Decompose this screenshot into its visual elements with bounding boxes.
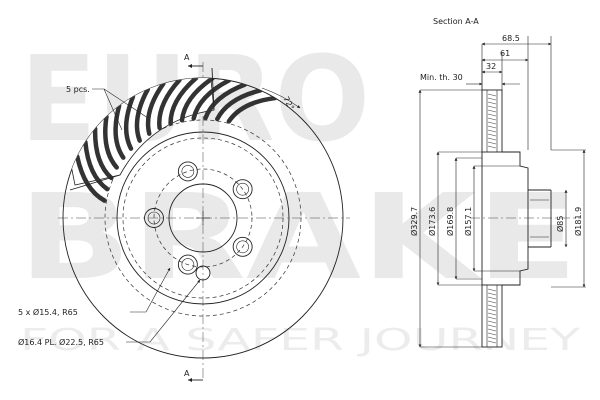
vane-mark	[487, 296, 497, 300]
center-bore	[168, 183, 238, 253]
pilot-hole-label: Ø16.4 PL. Ø22.5, R65	[18, 337, 104, 347]
vane-mark	[487, 340, 497, 344]
cooling-vane	[83, 139, 110, 192]
top-dimensions: 68.5 61 32	[466, 34, 552, 150]
vane-mark	[487, 113, 497, 117]
vane-mark	[487, 141, 497, 145]
hat-step	[122, 137, 284, 299]
section-marker-bottom: A	[184, 369, 190, 378]
vane-mark	[487, 288, 497, 292]
vane-mark	[487, 312, 497, 316]
dim-32: 32	[486, 62, 496, 71]
cooling-vane	[203, 82, 248, 121]
vane-mark	[487, 316, 497, 320]
dim-181-9: Ø181.9	[573, 207, 583, 236]
vane-mark	[487, 292, 497, 296]
diameter-dimensions: Ø329.7 Ø173.6 Ø169.8 Ø157.1 Ø85 Ø181.9	[409, 89, 586, 348]
vane-mark	[487, 121, 497, 125]
vane-mark	[487, 129, 497, 133]
vane-mark	[487, 328, 497, 332]
vane-mark	[487, 125, 497, 129]
bolt-hole-bore	[236, 240, 249, 254]
bolt-hole	[177, 161, 198, 182]
pilot-hole-leader	[126, 279, 201, 343]
min-thickness-label: Min. th. 30	[420, 73, 463, 82]
cooling-vane	[113, 103, 126, 160]
hat-outer	[116, 131, 290, 305]
vane-mark	[487, 133, 497, 137]
vane-mark	[487, 109, 497, 113]
cooling-vane	[157, 78, 182, 131]
vane-mark	[487, 332, 497, 336]
bolt-hole-bore	[236, 182, 249, 196]
dim-157-1: Ø157.1	[463, 207, 473, 236]
angle-arc	[261, 87, 301, 109]
vane-mark	[487, 97, 497, 101]
vane-mark	[487, 145, 497, 149]
section-view: Section A-A Min. th. 30 68.5 61 32	[409, 17, 586, 348]
bolt-pcd	[153, 168, 253, 268]
cooling-vanes	[74, 78, 278, 203]
cooling-vane	[134, 87, 151, 143]
cooling-vane	[179, 78, 215, 123]
cooling-vane	[123, 94, 136, 151]
watermark: EURO BRAKE FOR A SAFER JOURNEY	[18, 30, 581, 358]
pilot-hole	[195, 265, 211, 281]
dim-173-6: Ø173.6	[427, 207, 437, 236]
bolt-hole-leader	[130, 267, 171, 313]
dim-169-8: Ø169.8	[445, 207, 455, 236]
cooling-vane	[191, 78, 232, 121]
vane-hatch	[487, 93, 497, 344]
vane-count-label: 5 pcs.	[66, 85, 90, 94]
cooling-vane	[145, 81, 166, 136]
vane-mark	[487, 117, 497, 121]
vane-mark	[487, 105, 497, 109]
vane-mark	[487, 93, 497, 97]
vane-mark	[487, 304, 497, 308]
vane-mark	[487, 320, 497, 324]
cooling-vane	[74, 154, 107, 203]
vane-mark	[487, 101, 497, 105]
dim-68-5: 68.5	[502, 34, 520, 43]
bolt-hole-bore	[181, 258, 195, 271]
section-profile	[470, 89, 580, 348]
bolt-hole	[232, 179, 253, 200]
cooling-vane	[226, 95, 278, 124]
bolt-hole	[144, 208, 164, 228]
vane-mark	[487, 336, 497, 340]
cooling-vane	[215, 88, 263, 122]
bolt-holes	[144, 161, 253, 281]
dim-329-7: Ø329.7	[409, 207, 419, 236]
section-title: Section A-A	[433, 17, 479, 26]
bolt-hole-bore	[147, 211, 161, 225]
cooling-vane	[168, 78, 199, 126]
bolt-hole	[232, 236, 253, 257]
dim-85: Ø85	[555, 216, 565, 232]
watermark-line2: BRAKE	[18, 168, 578, 306]
vane-mark	[487, 300, 497, 304]
bolt-hole-label: 5 x Ø15.4, R65	[18, 307, 78, 317]
vane-mark	[487, 137, 497, 141]
cooling-vane	[103, 114, 119, 170]
bolt-hole	[177, 254, 198, 275]
dim-61: 61	[500, 49, 510, 58]
bolt-hole-bore	[181, 165, 195, 178]
section-marker-top: A	[184, 53, 190, 62]
vane-mark	[487, 308, 497, 312]
friction-ring-inner	[104, 119, 302, 317]
cooling-vane	[92, 126, 114, 181]
vane-mark	[487, 324, 497, 328]
